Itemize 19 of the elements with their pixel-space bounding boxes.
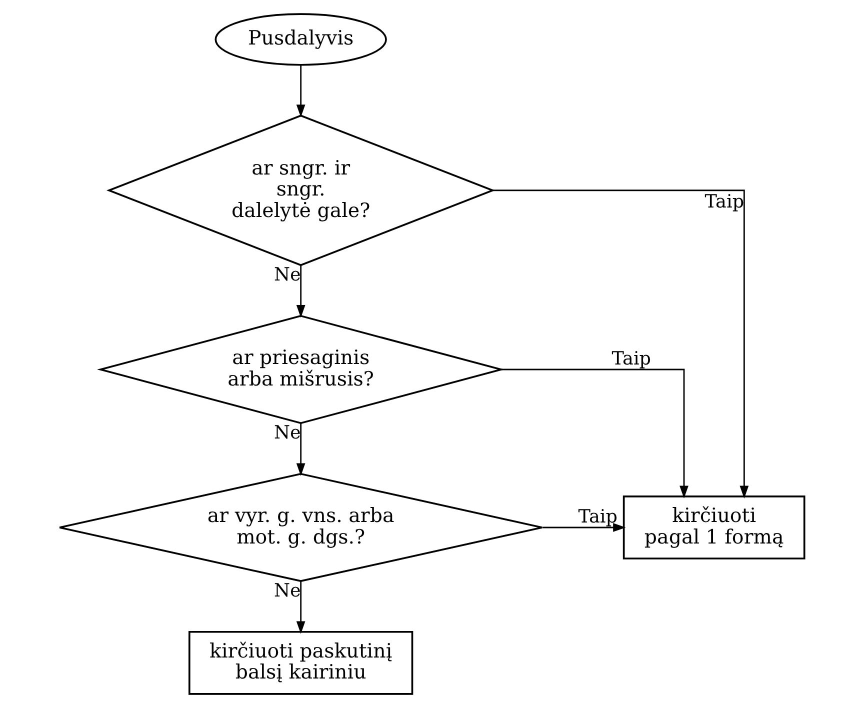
node-ellipse: Pusdalyvis [214, 13, 387, 66]
edge-label: Ne [274, 264, 301, 286]
node-diamond: ar vyr. g. vns. arba mot. g. dgs.? [58, 472, 543, 582]
edge-label: Ne [274, 580, 301, 602]
arrow [501, 368, 688, 498]
arrow [296, 423, 306, 476]
arrow [296, 65, 306, 118]
edge-label: Ne [274, 422, 301, 444]
arrow [296, 581, 306, 634]
edge-label: Taip [704, 192, 744, 213]
node-diamond: ar sngr. ir sngr. dalelytė gale? [106, 114, 496, 266]
node-box: kirčiuoti paskutinį balsį kairiniu [188, 630, 414, 695]
arrow [542, 523, 626, 532]
node-box: kirčiuoti pagal 1 formą [622, 496, 806, 560]
arrow [492, 190, 749, 498]
edge-label: Taip [612, 348, 652, 370]
node-diamond: ar priesaginis arba mišrusis? [97, 314, 505, 424]
edge-label: Taip [578, 506, 618, 528]
arrow [296, 265, 306, 318]
